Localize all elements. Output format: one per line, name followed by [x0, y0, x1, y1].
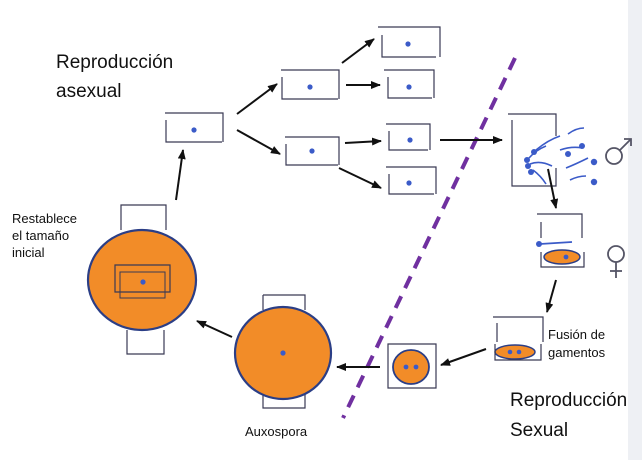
- fusion-cell: [493, 316, 544, 361]
- nucleus: [405, 41, 411, 47]
- fusion-label-line2: gamentos: [548, 345, 606, 360]
- auxospora-label: Auxospora: [245, 424, 308, 439]
- sexual-asexual-divider: [341, 57, 517, 419]
- right-edge-strip: [628, 0, 642, 460]
- nucleus: [307, 84, 313, 90]
- male-symbol: [605, 138, 632, 165]
- nucleus: [309, 148, 315, 154]
- diatom-cell-gen2-lower: [285, 136, 340, 166]
- restored-size-cell: [86, 204, 198, 355]
- nucleus: [406, 180, 412, 186]
- auxospora-cell: [233, 294, 333, 409]
- diatom-cell-gen3-b: [384, 69, 435, 99]
- fusion-label-line1: Fusión de: [548, 327, 606, 342]
- diatom-cell-gen3-d: [386, 166, 437, 195]
- diatom-cell-gen3-c: [386, 123, 431, 151]
- cycle-arrows: [175, 38, 559, 371]
- nucleus: [191, 127, 197, 133]
- diatom-cell-gen2-upper: [281, 69, 340, 100]
- female-gamete-cell: [536, 213, 585, 268]
- asexual-reproduction-label-line1: Reproducción: [56, 52, 174, 73]
- restore-size-label-line3: inicial: [12, 245, 45, 260]
- egg-cell: [543, 249, 581, 265]
- female-symbol: [607, 245, 625, 278]
- diatom-cell-gen1: [165, 112, 224, 143]
- sexual-reproduction-label-line1: Reproducción: [510, 390, 628, 411]
- zygote-cell: [387, 343, 437, 389]
- diatom-cell-gen3-a: [378, 26, 441, 58]
- sperm-cells: [528, 127, 589, 185]
- restore-size-label-line2: el tamaño: [12, 228, 70, 243]
- asexual-reproduction-label-line2: asexual: [56, 81, 122, 102]
- restore-size-label-line1: Restablece: [12, 211, 78, 226]
- nucleus: [406, 84, 412, 90]
- male-gametes-cell: [508, 113, 598, 187]
- sexual-reproduction-label-line2: Sexual: [510, 420, 569, 441]
- nucleus: [407, 137, 413, 143]
